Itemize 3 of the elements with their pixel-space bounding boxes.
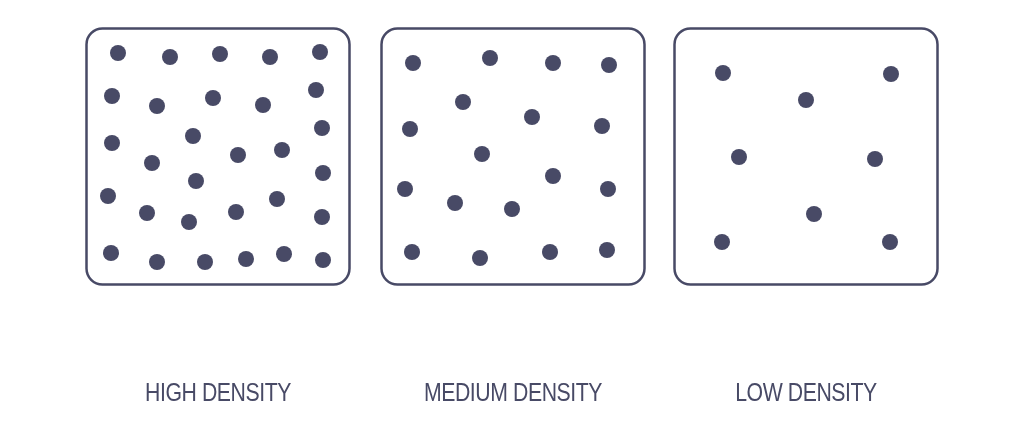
- density-label: HIGH DENSITY: [144, 377, 292, 407]
- density-label: MEDIUM DENSITY: [422, 377, 604, 407]
- density-label: LOW DENSITY: [734, 377, 878, 407]
